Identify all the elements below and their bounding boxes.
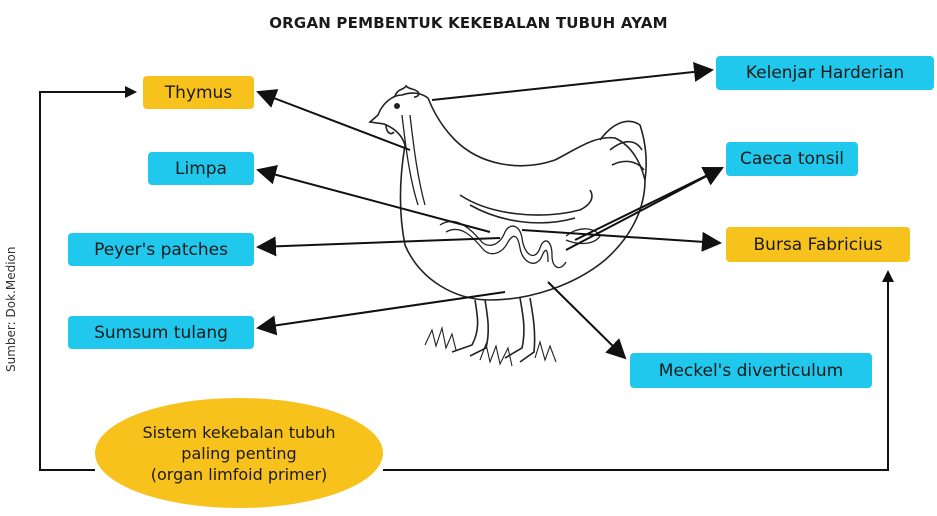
organ-label-thymus: Thymus: [143, 76, 254, 109]
arrow-sumsum-tulang: [258, 292, 505, 328]
legend-line-3: (organ limfoid primer): [151, 464, 328, 485]
arrow-peyers-patches: [258, 238, 500, 247]
arrow-meckels-diverticulum: [548, 282, 625, 358]
organ-label-caeca-tonsil: Caeca tonsil: [726, 142, 858, 176]
arrow-limpa: [258, 170, 490, 232]
organ-label-limpa: Limpa: [148, 152, 254, 185]
organ-label-meckels-diverticulum: Meckel's diverticulum: [630, 353, 872, 388]
primary-lymphoid-legend: Sistem kekebalan tubuh paling penting (o…: [95, 398, 383, 508]
arrow-caeca-tonsil-2: [575, 168, 722, 240]
organ-label-peyers-patches: Peyer's patches: [68, 233, 254, 266]
legend-line-1: Sistem kekebalan tubuh: [142, 422, 335, 443]
organ-label-sumsum-tulang: Sumsum tulang: [68, 316, 254, 349]
arrow-bursa-fabricius: [522, 230, 720, 243]
organ-label-bursa-fabricius: Bursa Fabricius: [726, 227, 910, 262]
legend-line-2: paling penting: [181, 443, 296, 464]
arrow-kelenjar-harderian: [432, 70, 712, 100]
organ-label-kelenjar-harderian: Kelenjar Harderian: [716, 56, 934, 90]
